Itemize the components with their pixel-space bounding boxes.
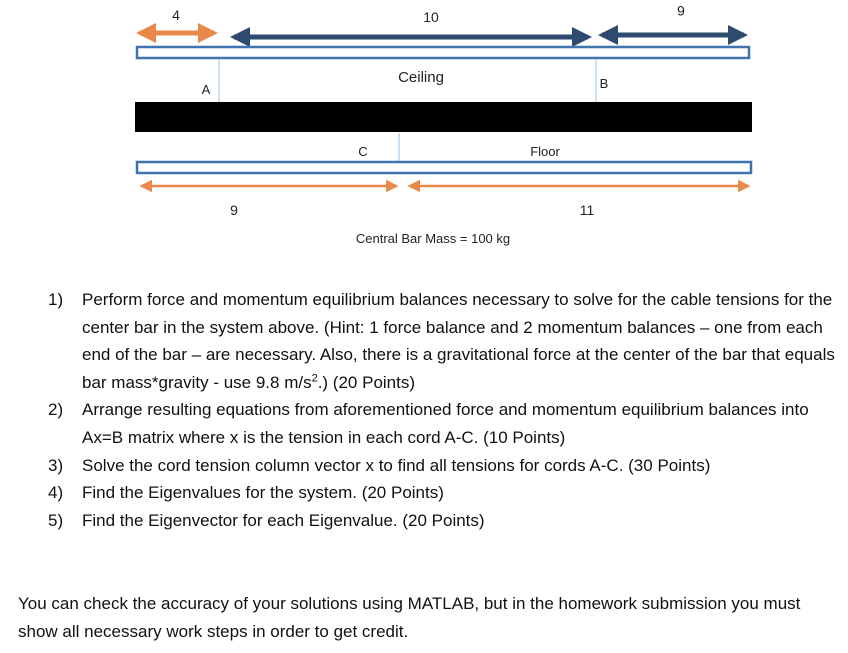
- question-list: 1) Perform force and momentum equilibriu…: [48, 286, 844, 534]
- ceiling-bar: [135, 45, 751, 60]
- question-item: 3) Solve the cord tension column vector …: [48, 452, 844, 480]
- question-item: 4) Find the Eigenvalues for the system. …: [48, 479, 844, 507]
- question-item: 2) Arrange resulting equations from afor…: [48, 396, 844, 451]
- question-number: 4): [48, 483, 64, 503]
- mass-note: Central Bar Mass = 100 kg: [356, 231, 510, 246]
- question-number: 5): [48, 510, 64, 530]
- question-number: 1): [48, 290, 64, 309]
- question-number: 3): [48, 455, 64, 475]
- label-b: B: [600, 76, 609, 91]
- label-floor: Floor: [530, 144, 560, 159]
- question-text: Arrange resulting equations from aforeme…: [82, 400, 809, 447]
- beam-diagram: 4 10 6 A Ceiling B C Floor 9 11 Central …: [135, 3, 753, 246]
- dimension-label-11: 11: [580, 202, 595, 218]
- dimension-label-6: 6: [677, 3, 685, 19]
- label-a: A: [202, 82, 211, 97]
- label-ceiling: Ceiling: [398, 69, 444, 86]
- submission-note: You can check the accuracy of your solut…: [18, 594, 801, 641]
- floor-bar: [135, 160, 753, 175]
- question-text: Find the Eigenvector for each Eigenvalue…: [82, 510, 485, 530]
- dimension-label-4: 4: [172, 7, 180, 23]
- dimension-label-9: 9: [230, 202, 238, 218]
- question-item: 1) Perform force and momentum equilibriu…: [48, 286, 844, 396]
- central-bar: [135, 102, 752, 132]
- question-number: 2): [48, 400, 64, 420]
- question-text: Find the Eigenvalues for the system. (20…: [82, 483, 444, 503]
- dimension-label-10: 10: [423, 9, 439, 25]
- question-text: Perform force and momentum equilibrium b…: [82, 290, 835, 392]
- question-item: 5) Find the Eigenvector for each Eigenva…: [48, 507, 844, 535]
- question-text: Solve the cord tension column vector x t…: [82, 455, 711, 475]
- label-c: C: [358, 144, 367, 159]
